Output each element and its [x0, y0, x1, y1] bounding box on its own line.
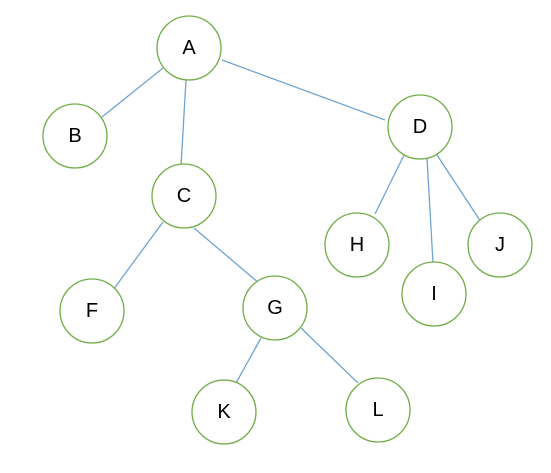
node-circle: [345, 377, 411, 443]
node-circle: [42, 103, 108, 169]
node-circle: [59, 278, 125, 344]
node-f: F: [59, 278, 125, 344]
edge-d-i: [426, 157, 434, 264]
node-circle: [156, 15, 222, 81]
edge-a-d: [221, 59, 386, 121]
edge-d-h: [374, 154, 405, 215]
node-circle: [151, 163, 217, 229]
node-label: J: [495, 234, 505, 256]
node-label: I: [431, 283, 437, 305]
node-h: H: [324, 212, 390, 278]
node-label: K: [217, 401, 231, 423]
node-circle: [387, 94, 453, 160]
node-label: C: [177, 185, 191, 207]
node-label: F: [86, 300, 98, 322]
node-label: D: [413, 116, 427, 138]
edge-a-c: [180, 79, 187, 167]
node-c: C: [151, 163, 217, 229]
node-circle: [242, 275, 308, 341]
node-g: G: [242, 275, 308, 341]
edge-c-f: [112, 221, 164, 291]
node-label: H: [350, 234, 364, 256]
node-label: L: [372, 399, 383, 421]
edges-layer: [101, 59, 482, 384]
node-j: J: [467, 212, 533, 278]
node-circle: [324, 212, 390, 278]
edge-d-j: [436, 154, 482, 223]
node-l: L: [345, 377, 411, 443]
node-circle: [401, 261, 467, 327]
edge-a-b: [101, 67, 164, 118]
node-b: B: [42, 103, 108, 169]
node-i: I: [401, 261, 467, 327]
node-circle: [191, 379, 257, 445]
node-k: K: [191, 379, 257, 445]
node-circle: [467, 212, 533, 278]
nodes-layer: A B C D F G H I J K L: [42, 15, 533, 445]
node-label: B: [68, 125, 81, 147]
node-a: A: [156, 15, 222, 81]
node-label: G: [267, 297, 283, 319]
edge-c-g: [193, 227, 261, 285]
edge-g-k: [235, 337, 262, 384]
node-d: D: [387, 94, 453, 160]
node-label: A: [182, 37, 196, 59]
edge-g-l: [300, 327, 359, 384]
